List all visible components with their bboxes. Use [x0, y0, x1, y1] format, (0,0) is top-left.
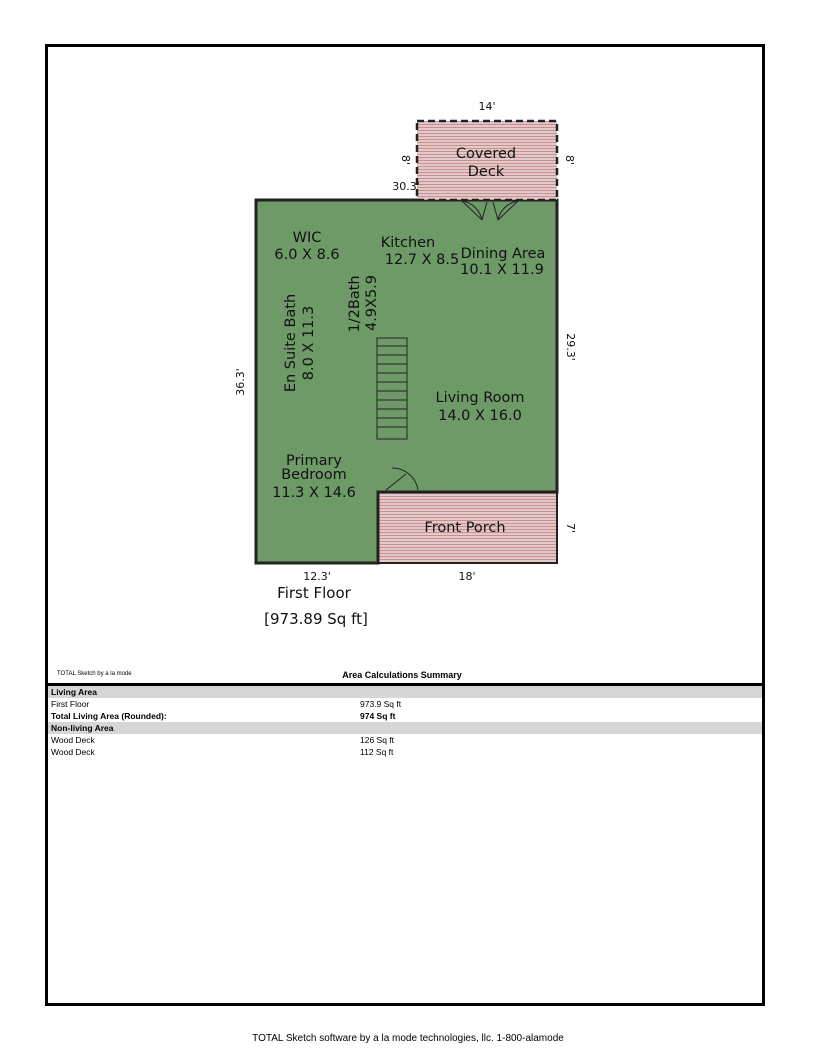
dim-right-side: 29.3' [564, 333, 577, 361]
covered-deck-label-1: Covered [456, 146, 516, 162]
front-porch-label: Front Porch [424, 520, 505, 536]
deck-door-symbol [461, 200, 519, 221]
table-row: First Floor 973.9 Sq ft [48, 698, 762, 710]
room-dining-name: Dining Area [461, 246, 546, 262]
room-en-suite-name: En Suite Bath [283, 294, 299, 392]
row-label: Wood Deck [51, 747, 95, 757]
floor-plan: WIC 6.0 X 8.6 Kitchen 12.7 X 8.5 Dining … [234, 100, 577, 628]
front-porch-shape [377, 491, 558, 564]
room-primary-size: 11.3 X 14.6 [272, 485, 356, 501]
room-living-name: Living Room [435, 390, 524, 406]
room-wic-size: 6.0 X 8.6 [274, 247, 339, 263]
page-footer: TOTAL Sketch software by a la mode techn… [252, 1033, 564, 1044]
room-half-bath-name: 1/2Bath [347, 275, 363, 332]
row-value: 974 Sq ft [360, 711, 396, 721]
dim-left-side: 36.3' [234, 368, 247, 396]
page-frame [45, 44, 765, 1006]
area-summary-table: Living Area First Floor 973.9 Sq ft Tota… [48, 686, 762, 758]
room-primary-name-2: Bedroom [281, 467, 347, 483]
room-dining-size: 10.1 X 11.9 [460, 262, 544, 278]
dim-deck-top: 14' [478, 100, 495, 113]
summary-title: Area Calculations Summary [342, 670, 462, 680]
room-kitchen-name: Kitchen [381, 235, 436, 251]
floor-area: [973.89 Sq ft] [264, 610, 368, 628]
room-living-size: 14.0 X 16.0 [438, 408, 522, 424]
covered-deck-label-2: Deck [468, 164, 505, 180]
software-note: TOTAL Sketch by a la mode [57, 671, 132, 677]
row-value: 112 Sq ft [360, 747, 394, 757]
summary-divider [45, 683, 765, 686]
row-label: First Floor [51, 699, 90, 709]
row-label: Wood Deck [51, 735, 95, 745]
table-row: Wood Deck 126 Sq ft [48, 734, 762, 746]
staircase-symbol [376, 337, 408, 440]
room-wic-name: WIC [293, 230, 322, 246]
row-label: Total Living Area (Rounded): [51, 711, 167, 721]
room-kitchen-size: 12.7 X 8.5 [385, 252, 460, 268]
front-door-symbol [385, 467, 419, 491]
dim-deck-right: 8' [563, 155, 576, 165]
room-primary-name-1: Primary [286, 453, 342, 469]
row-value: 973.9 Sq ft [360, 699, 402, 709]
dim-deck-offset: 30.3' [392, 180, 420, 193]
floor-title: First Floor [277, 584, 351, 602]
nonliving-area-header: Non-living Area [48, 722, 762, 734]
row-value: 126 Sq ft [360, 735, 395, 745]
dim-porch-side: 7' [564, 523, 577, 533]
covered-deck-shape [415, 119, 559, 202]
table-row: Wood Deck 112 Sq ft [48, 746, 762, 758]
living-area-header: Living Area [48, 686, 762, 698]
dim-deck-left: 8' [399, 155, 412, 165]
room-half-bath-size: 4.9X5.9 [364, 275, 380, 331]
dim-bottom-right: 18' [458, 570, 475, 583]
room-en-suite-size: 8.0 X 11.3 [301, 306, 317, 381]
dim-bottom-left: 12.3' [303, 570, 331, 583]
table-row: Total Living Area (Rounded): 974 Sq ft [48, 710, 762, 722]
